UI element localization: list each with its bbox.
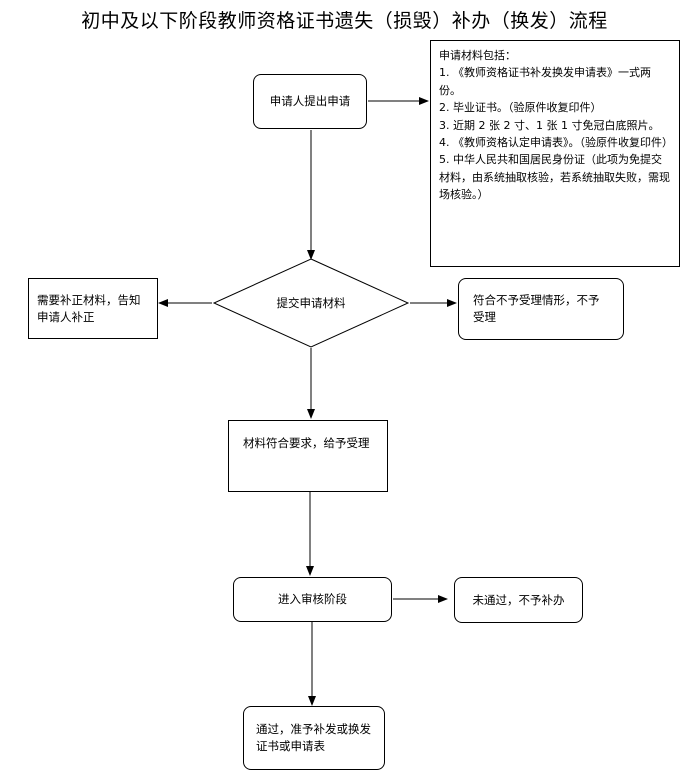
review-node: 进入审核阶段 (233, 577, 392, 622)
pass-label: 通过，准予补发或换发证书或申请表 (256, 722, 371, 753)
fail-node: 未通过，不予补办 (454, 577, 583, 623)
page-title: 初中及以下阶段教师资格证书遗失（损毁）补办（换发）流程 (81, 10, 608, 32)
materials-node: 申请材料包括： 1. 《教师资格证书补发换发申请表》一式两份。 2. 毕业证书。… (430, 40, 680, 267)
fail-label: 未通过，不予补办 (472, 592, 565, 607)
materials-item-3: 3. 近期 2 张 2 寸、1 张 1 寸免冠白底照片。 (439, 118, 660, 132)
accept-label: 材料符合要求，给予受理 (243, 436, 370, 450)
materials-item-4: 4. 《教师资格认定申请表》。（验原件收复印件） (439, 136, 673, 150)
apply-label: 申请人提出申请 (269, 94, 351, 108)
submit-label: 提交申请材料 (276, 296, 346, 310)
pass-node: 通过，准予补发或换发证书或申请表 (243, 706, 385, 770)
materials-heading: 申请材料包括： (439, 49, 516, 62)
reject-label: 符合不予受理情形，不予受理 (473, 293, 600, 324)
materials-item-1: 1. 《教师资格证书补发换发申请表》一式两份。 (439, 66, 651, 97)
materials-item-5: 5. 中华人民共和国居民身份证（此项为免提交材料，由系统抽取核验，若系统抽取失败… (439, 153, 670, 202)
submit-diamond (212, 258, 410, 348)
supplement-node: 需要补正材料，告知申请人补正 (28, 278, 158, 339)
supplement-label: 需要补正材料，告知申请人补正 (37, 292, 141, 324)
accept-node: 材料符合要求，给予受理 (228, 420, 388, 492)
reject-node: 符合不予受理情形，不予受理 (458, 278, 624, 340)
materials-item-2: 2. 毕业证书。（验原件收复印件） (439, 101, 602, 115)
review-label: 进入审核阶段 (278, 592, 347, 606)
apply-node: 申请人提出申请 (253, 74, 367, 129)
